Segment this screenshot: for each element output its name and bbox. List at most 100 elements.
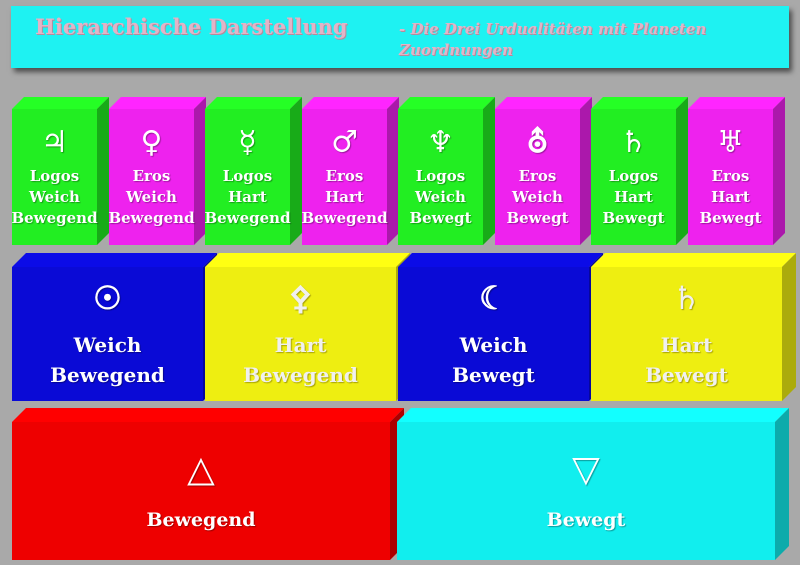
block-label-line: Bewegend — [146, 509, 256, 531]
block-label-line: Bewegend — [108, 208, 195, 227]
block-label-line: Hart — [660, 333, 713, 357]
block-side-face — [775, 408, 789, 560]
block-front-face: △ Bewegend — [12, 422, 390, 560]
block-top-face — [12, 408, 404, 422]
block-label-line: Weich — [512, 187, 563, 206]
page-title: Hierarchische Darstellung — [35, 14, 348, 39]
block-top-face — [398, 253, 603, 267]
block-label-line: Logos — [222, 166, 273, 185]
block-side-face — [773, 97, 785, 245]
block-label-line: Logos — [415, 166, 466, 185]
block-label-line: Bewegt — [546, 509, 626, 531]
block-top-face — [397, 408, 789, 422]
block-side-face — [782, 253, 796, 401]
block-side-face — [97, 97, 109, 245]
block-top-face — [398, 97, 495, 109]
block-label-line: Bewegend — [301, 208, 388, 227]
block-label-line: Bewegend — [50, 363, 165, 387]
block-front-face: ▽ Bewegt — [397, 422, 775, 560]
block-label-line: Hart — [274, 333, 327, 357]
block-label-line: Eros — [518, 166, 557, 185]
block-label-line: Weich — [29, 187, 80, 206]
triangle-up-icon: △ — [187, 448, 215, 490]
mercury-icon: ☿ — [238, 124, 257, 160]
block-label-line: Hart — [325, 187, 364, 206]
pluto-icon: ♅ — [717, 124, 744, 160]
header-banner: Hierarchische Darstellung - Die Drei Urd… — [11, 6, 789, 68]
block-label-line: Eros — [325, 166, 364, 185]
block-label-line: Hart — [614, 187, 653, 206]
venus-icon: ♀ — [140, 124, 163, 160]
block-label-line: Eros — [711, 166, 750, 185]
block-side-face — [290, 97, 302, 245]
block-top-face — [495, 97, 592, 109]
block-label-line: Bewegend — [204, 208, 291, 227]
block-label-line: Weich — [73, 333, 142, 357]
block-label-line: Bewegt — [699, 208, 762, 227]
block-label-line: Eros — [132, 166, 171, 185]
block-side-face — [387, 97, 399, 245]
block-label-line: Bewegt — [506, 208, 569, 227]
block-top-face — [12, 253, 217, 267]
block-top-face — [688, 97, 785, 109]
block-top-face — [302, 97, 399, 109]
block-top-face — [109, 97, 206, 109]
block-side-face — [483, 97, 495, 245]
block-side-face — [676, 97, 688, 245]
earth-icon: ⚴ — [288, 279, 313, 317]
block-side-face — [580, 97, 592, 245]
block-label-line: Hart — [711, 187, 750, 206]
block-label-line: Hart — [228, 187, 267, 206]
triangle-down-icon: ▽ — [572, 448, 600, 490]
saturn-icon: ♄ — [672, 279, 701, 317]
sun-icon: ☉ — [93, 279, 122, 317]
block-side-face — [194, 97, 206, 245]
block-label-line: Logos — [608, 166, 659, 185]
block-top-face — [12, 97, 109, 109]
row3-block-2: ▽ Bewegt — [397, 408, 789, 560]
row3-block-1: △ Bewegend — [12, 408, 404, 560]
block-top-face — [591, 253, 796, 267]
block-label-line: Bewegend — [243, 363, 358, 387]
moon-icon: ☾ — [479, 279, 508, 317]
block-label-line: Bewegt — [602, 208, 665, 227]
block-label-line: Logos — [29, 166, 80, 185]
neptune-icon: ♆ — [427, 124, 454, 160]
block-label-line: Bewegt — [409, 208, 472, 227]
page-subtitle: - Die Drei Urdualitäten mit Planeten Zuo… — [399, 20, 707, 59]
block-label-line: Bewegt — [645, 363, 728, 387]
block-label-line: Weich — [415, 187, 466, 206]
saturn-icon: ♄ — [620, 124, 647, 160]
jupiter-icon: ♃ — [41, 124, 68, 160]
block-label-line: Bewegend — [11, 208, 98, 227]
block-label-line: Bewegt — [452, 363, 535, 387]
uranus-icon: ⛢ — [526, 124, 549, 160]
block-label-line: Weich — [126, 187, 177, 206]
block-top-face — [205, 97, 302, 109]
mars-icon: ♂ — [331, 124, 358, 160]
block-top-face — [591, 97, 688, 109]
